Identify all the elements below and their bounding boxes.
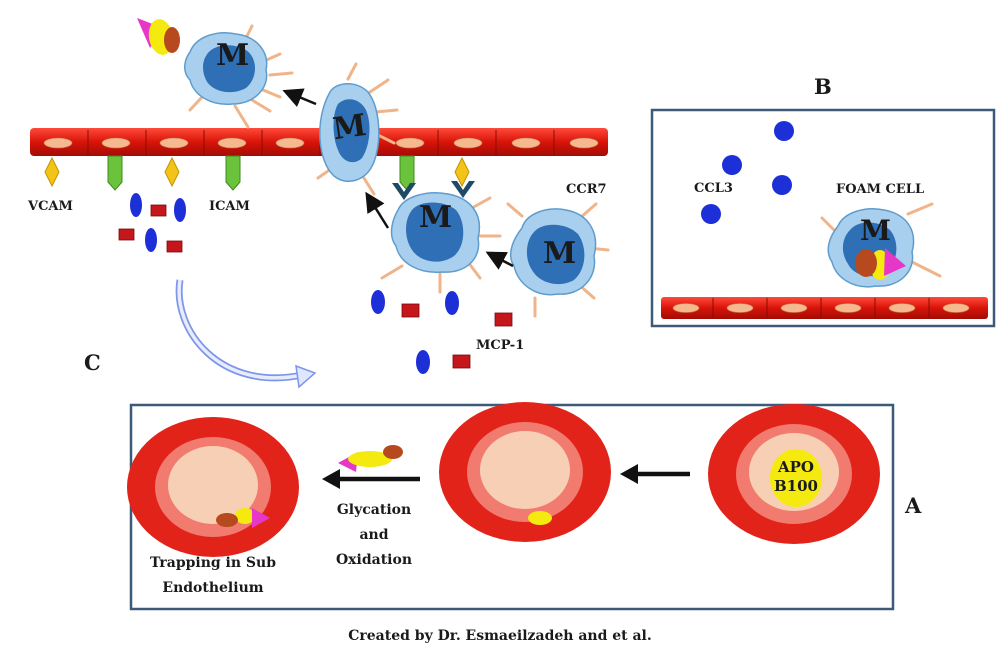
label-mcp1: MCP-1 [476,338,525,353]
trapping-line-2: Endothelium [162,580,264,596]
endothelium-panel-b [661,297,988,319]
foam-cell [820,202,942,288]
endothelium-top [30,128,608,156]
vessel-middle [439,402,611,542]
chemokine-group-left [130,193,186,252]
macrophage-label: M [419,200,453,235]
glycation-line-1: Glycation [336,502,412,518]
curved-flow-arrow [175,279,317,389]
receptor-chevron [451,181,475,198]
glycation-line-2: and [359,527,389,543]
ccl3-chemokines [701,121,794,224]
label-ccr7: CCR7 [566,182,607,197]
modified-ldl-particle [137,18,180,55]
vcam-molecule [164,156,180,188]
foam-cell-label: M [860,214,891,247]
process-arrows [338,471,690,482]
label-ccl3: CCL3 [694,181,733,196]
macrophage-label: M [543,236,577,271]
macrophage-cell [316,62,399,196]
icam-molecule [225,155,241,191]
glycation-line-3: Oxidation [335,552,413,568]
vcam-molecule [454,156,470,188]
apo-b100-label: APO B100 [773,458,819,496]
macrophage-cell [184,24,294,129]
vessel-apo-b100 [708,404,880,544]
glycation-oxidation-label: Glycation and Oxidation [324,498,424,573]
apo-line-1: APO [778,458,814,476]
icam-molecule [107,155,123,191]
macrophage-cell [506,202,610,318]
mcp1-group-left [118,204,183,253]
macrophage-label: M [330,107,369,148]
panel-letter-b: B [814,74,832,99]
macrophage-label: M [216,38,250,73]
label-vcam: VCAM [28,199,73,214]
credit-line: Created by Dr. Esmaeilzadeh and et al. [348,628,652,644]
chemokine-group-right [371,290,459,374]
trapping-label: Trapping in Sub Endothelium [143,551,283,601]
panel-letter-a: A [905,493,922,518]
mcp1-group-right [401,303,513,369]
receptor-chevron [392,183,416,200]
migration-arrows [282,88,514,270]
panel-letter-c: C [84,350,101,375]
apo-line-2: B100 [774,477,818,495]
macrophage-cell [380,192,502,294]
trapping-line-1: Trapping in Sub [149,555,277,571]
label-foam-cell: FOAM CELL [836,182,925,197]
label-icam: ICAM [209,199,250,214]
vcam-molecule [44,156,60,188]
vessel-trapping [127,417,299,557]
oxidized-ldl-particle [338,445,403,472]
